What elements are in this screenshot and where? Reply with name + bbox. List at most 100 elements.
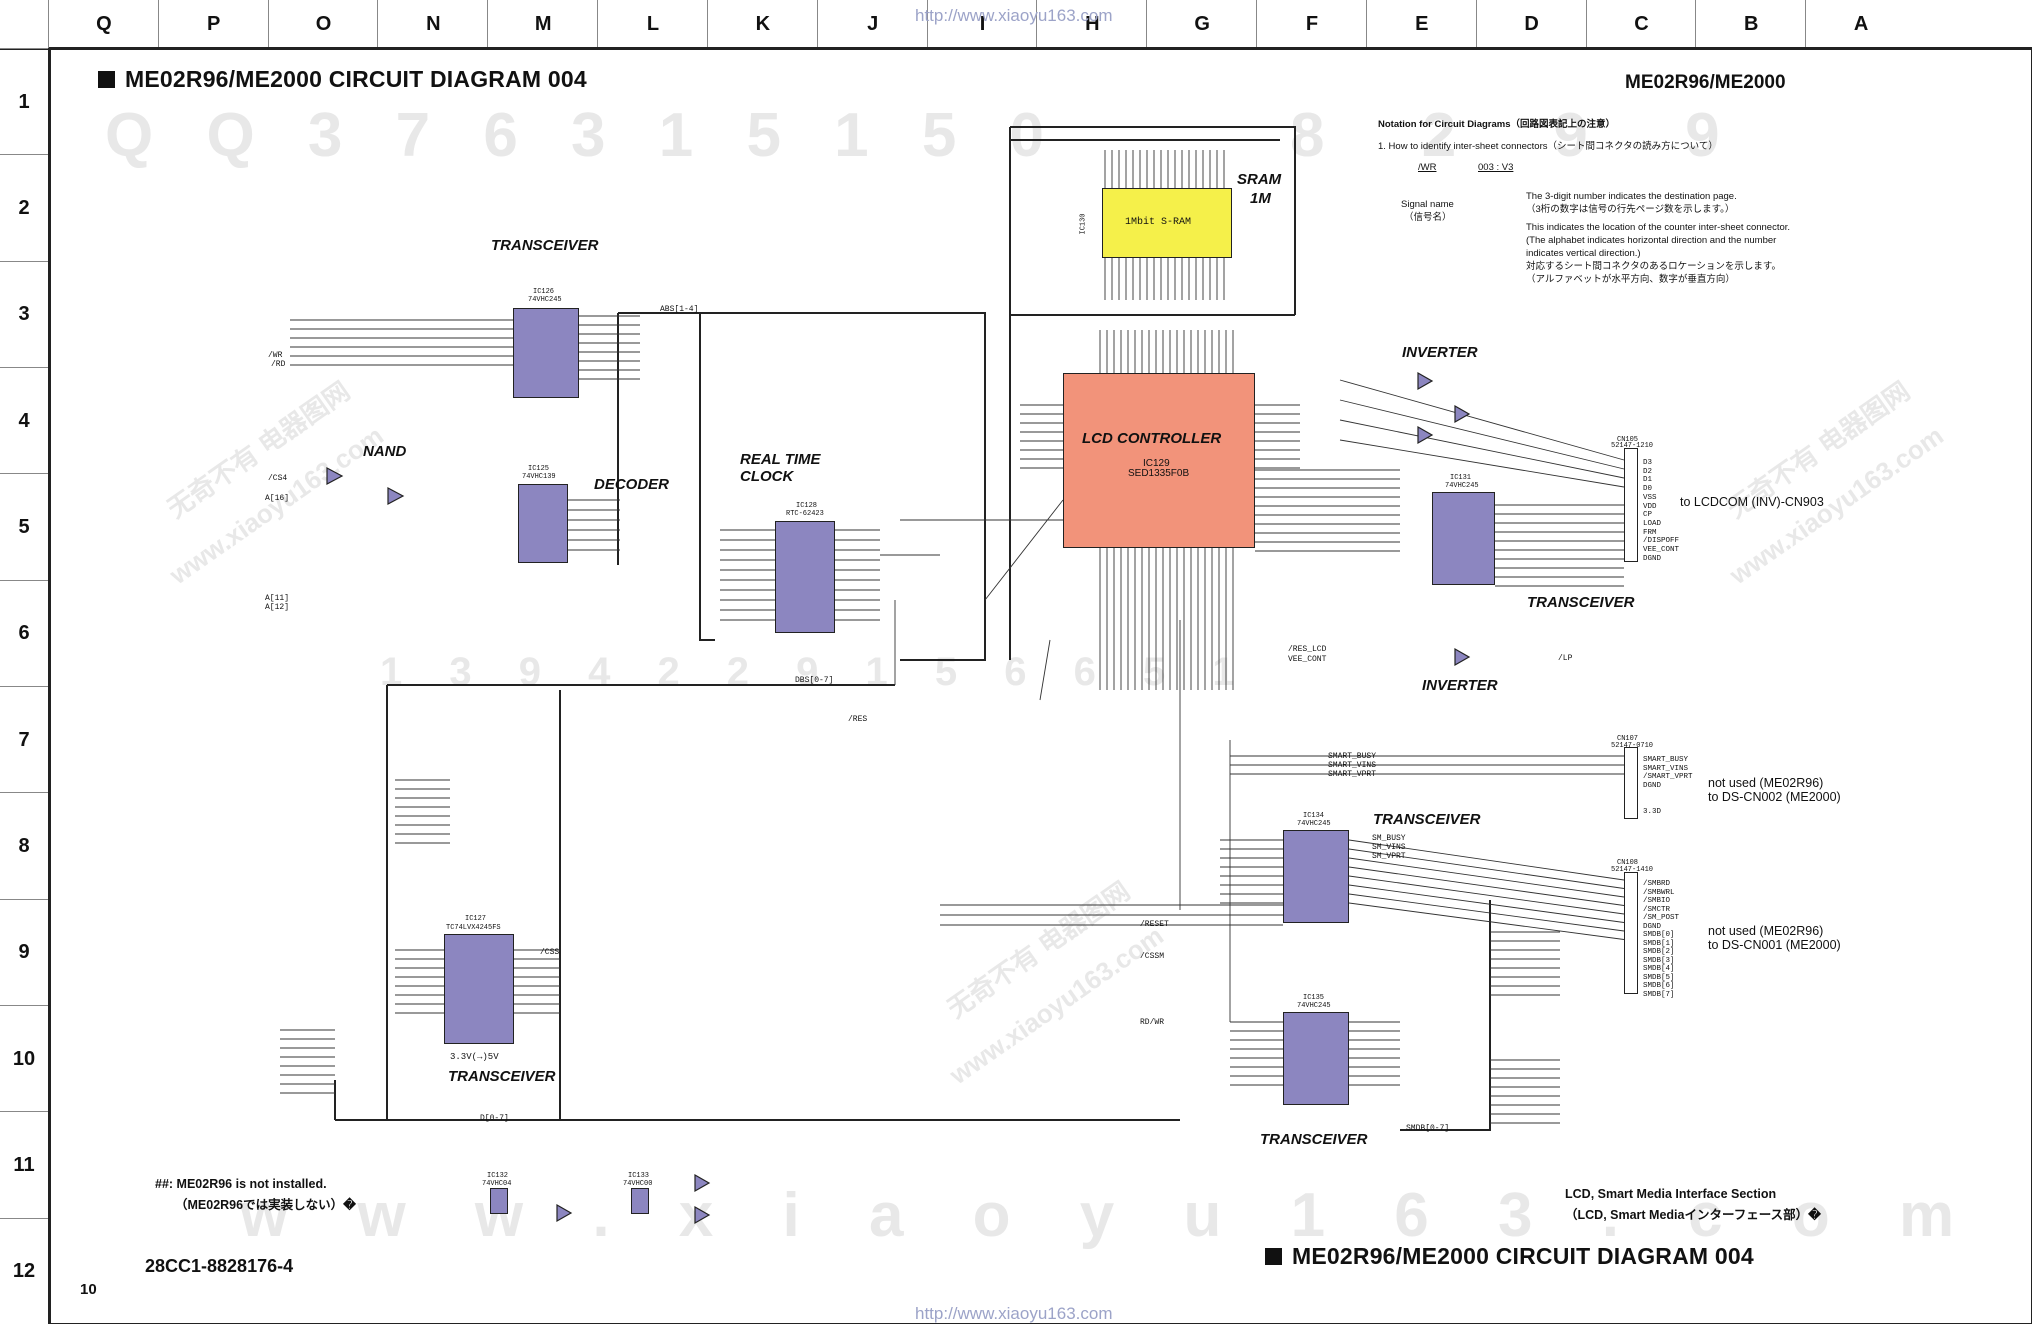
label-sram: SRAM xyxy=(1237,171,1282,188)
signal-smart-vprt: SMART_VPRT xyxy=(1328,770,1377,779)
row-label: 11 xyxy=(0,1111,48,1218)
row-label: 7 xyxy=(0,686,48,793)
hash-note-jp: （ME02R96では実装しない）� xyxy=(175,1198,356,1212)
ic129-title: LCD CONTROLLER xyxy=(1082,430,1222,447)
signal-abs14: ABS[1-4] xyxy=(660,305,699,314)
connector-pin-label: /SMCTR xyxy=(1643,905,1671,914)
row-label: 10 xyxy=(0,1005,48,1112)
connector-pin-label: 3.3D xyxy=(1643,808,1662,817)
not-used-2a: not used (ME02R96) xyxy=(1708,924,1824,938)
column-label: I xyxy=(926,0,1038,48)
signal-cssm: /CSSM xyxy=(1140,952,1165,961)
cn108-label: CN108 xyxy=(1617,859,1639,867)
notation-signal-name-jp: （信号名） xyxy=(1404,212,1452,223)
signal-rd: /RD xyxy=(271,360,286,369)
connector-pin-label: SMART_BUSY xyxy=(1643,756,1689,764)
label-sram-2: 1M xyxy=(1250,190,1271,207)
connector-pin-label: VDD xyxy=(1643,502,1657,511)
title-square-icon xyxy=(1265,1248,1282,1265)
connector-pin-label: DGND xyxy=(1643,782,1662,791)
column-label: K xyxy=(706,0,818,48)
ic133-small-type: 74VHC00 xyxy=(623,1180,653,1188)
cn107-type: 52147-0710 xyxy=(1611,742,1654,750)
row-label: 1 xyxy=(0,48,48,155)
ic127-chip xyxy=(444,934,514,1044)
column-label: D xyxy=(1475,0,1587,48)
connector-pin-label: /SM_POST xyxy=(1643,914,1680,922)
notation-block: Notation for Circuit Diagrams（回路図表記上の注意）… xyxy=(1378,118,1938,288)
column-label: F xyxy=(1256,0,1367,48)
label-nand: NAND xyxy=(363,443,407,460)
notation-conn-example: 003 : V3 xyxy=(1478,162,1514,173)
connector-pin-label: SMDB[4] xyxy=(1643,965,1675,973)
connector-pin-label: SMDB[3] xyxy=(1643,956,1675,965)
connector-pin-label: SMDB[7] xyxy=(1643,990,1675,999)
connector-pin-label: DGND xyxy=(1643,922,1662,931)
ic135-chip xyxy=(1283,1012,1349,1105)
label-inverter-1: INVERTER xyxy=(1402,344,1478,361)
label-transceiver-3: TRANSCEIVER xyxy=(1373,811,1481,828)
page-title-bottom-text: ME02R96/ME2000 CIRCUIT DIAGRAM 004 xyxy=(1292,1243,1754,1269)
row-label: 12 xyxy=(0,1217,48,1325)
ic131-label: IC131 xyxy=(1450,474,1472,482)
ic129-type: SED1335F0B xyxy=(1128,468,1190,479)
ic131-chip xyxy=(1432,492,1495,585)
column-label: A xyxy=(1805,0,1916,48)
page-title-top-text: ME02R96/ME2000 CIRCUIT DIAGRAM 004 xyxy=(125,66,587,92)
ic131-type: 74VHC245 xyxy=(1445,482,1479,490)
ic128-chip xyxy=(775,521,835,633)
notation-desc2e: （アルファベットが水平方向、数字が垂直方向） xyxy=(1526,274,1735,285)
page-title-bottom: ME02R96/ME2000 CIRCUIT DIAGRAM 004 xyxy=(1265,1243,1754,1270)
connector-pin-label: DGND xyxy=(1643,554,1662,563)
row-label: 3 xyxy=(0,260,48,368)
ic130-type: 1Mbit S-RAM xyxy=(1125,217,1192,228)
ic126-chip xyxy=(513,308,579,398)
hash-note: ##: ME02R96 is not installed. xyxy=(155,1177,327,1191)
label-decoder: DECODER xyxy=(594,476,670,493)
connector-pin-label: VSS xyxy=(1643,493,1657,502)
notation-desc1b: （3桁の数字は信号の行先ページ数を示します。） xyxy=(1526,204,1735,215)
signal-vee-cont: VEE_CONT xyxy=(1288,655,1327,664)
ic130-sram-chip xyxy=(1102,188,1232,258)
signal-cs4: /CS4 xyxy=(268,474,288,483)
url-top[interactable]: http://www.xiaoyu163.com xyxy=(915,6,1113,25)
column-label: G xyxy=(1146,0,1257,48)
column-label: B xyxy=(1695,0,1806,48)
connector-pin-label: VEE_CONT xyxy=(1643,546,1680,554)
model-top-right: ME02R96/ME2000 xyxy=(1625,72,1786,93)
not-used-1a: not used (ME02R96) xyxy=(1708,776,1824,790)
lcdcom-destination: to LCDCOM (INV)-CN903 xyxy=(1680,495,1824,509)
watermark-bottom: w w w . x i a o y u 1 6 3 . c o m xyxy=(240,1181,1981,1250)
notation-item1: 1. How to identify inter-sheet connector… xyxy=(1378,141,1718,152)
notation-signal-name: Signal name xyxy=(1401,199,1454,210)
connector-pin-label: /SMBIO xyxy=(1643,897,1671,905)
notation-signal-example: /WR xyxy=(1418,162,1437,173)
ic130-label: IC130 xyxy=(1079,213,1088,235)
ic134-label: IC134 xyxy=(1303,812,1325,820)
url-bottom[interactable]: http://www.xiaoyu163.com xyxy=(915,1304,1113,1323)
connector-pin-label: SMART_VINS xyxy=(1643,764,1689,773)
connector-pin-label: D0 xyxy=(1643,485,1653,494)
ic132-small-label: IC132 xyxy=(487,1172,509,1180)
connector-pin-label: FRM xyxy=(1643,528,1657,537)
notation-heading: Notation for Circuit Diagrams（回路図表記上の注意） xyxy=(1378,119,1615,130)
connector-pin-label: /SMART_VPRT xyxy=(1643,773,1693,782)
cn108-connector xyxy=(1624,872,1638,994)
ic129-label: IC129 xyxy=(1143,458,1170,469)
cn107-label: CN107 xyxy=(1617,735,1639,743)
column-label: J xyxy=(816,0,928,48)
not-used-2b: to DS-CN001 (ME2000) xyxy=(1708,938,1841,952)
label-transceiver-5: TRANSCEIVER xyxy=(1260,1131,1368,1148)
connector-pin-label: CP xyxy=(1643,511,1653,520)
connector-pin-label: /SMBRD xyxy=(1643,880,1671,888)
watermark-qq-right: 8 2 9 9 xyxy=(1290,101,1760,170)
part-number: 28CC1-8828176-4 xyxy=(145,1256,294,1276)
cn107-connector xyxy=(1624,747,1638,819)
row-label: 4 xyxy=(0,367,48,474)
page-number: 10 xyxy=(80,1281,97,1298)
connector-pin-label: SMDB[1] xyxy=(1643,939,1675,948)
signal-a11: A[11] xyxy=(265,594,290,603)
signal-smart-vins: SMART_VINS xyxy=(1328,761,1377,770)
ic128-label: IC128 xyxy=(796,502,818,510)
cn105-label: CN105 xyxy=(1617,436,1639,444)
